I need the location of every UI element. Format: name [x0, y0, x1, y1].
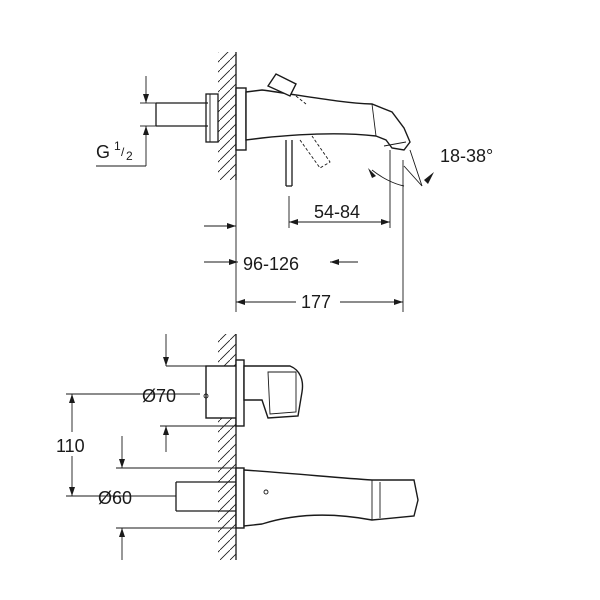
handle-rosette [203, 359, 304, 427]
handle-alt-position [295, 95, 331, 169]
centre-distance-dimension: 110 [52, 393, 200, 497]
thread-fraction-num: 1 [114, 139, 121, 153]
handle-offset-label: 54-84 [314, 202, 360, 222]
thread-dimension: G 1 / 2 [96, 76, 156, 167]
spout-diameter-dimension: Ø60 [98, 436, 236, 560]
angle-label: 18-38° [440, 146, 493, 166]
handle-lever [266, 73, 297, 187]
rosette-diameter-label: Ø70 [142, 386, 176, 406]
front-view: Ø70 110 Ø60 [52, 334, 419, 560]
angle-indicator [368, 149, 434, 187]
wall-hatch-top [218, 52, 236, 180]
side-view: G 1 / 2 18-38° 54-84 96-126 [96, 52, 493, 312]
spout-front [175, 467, 419, 529]
thread-fraction-slash: / [121, 145, 125, 159]
projection-label: 177 [301, 292, 331, 312]
handle-offset-dimension: 54-84 [288, 150, 391, 228]
thread-fraction-den: 2 [126, 149, 133, 163]
supply-pipe [155, 93, 219, 143]
wall-depth-dimension: 96-126 [204, 223, 358, 274]
spout-body [245, 89, 411, 151]
spout-diameter-label: Ø60 [98, 488, 132, 508]
projection-dimension: 177 [235, 160, 404, 312]
wall-depth-label: 96-126 [243, 254, 299, 274]
wall-escutcheon [235, 87, 247, 151]
thread-label: G [96, 142, 110, 162]
rosette-diameter-dimension: Ø70 [142, 334, 236, 452]
centre-distance-label: 110 [56, 436, 85, 456]
